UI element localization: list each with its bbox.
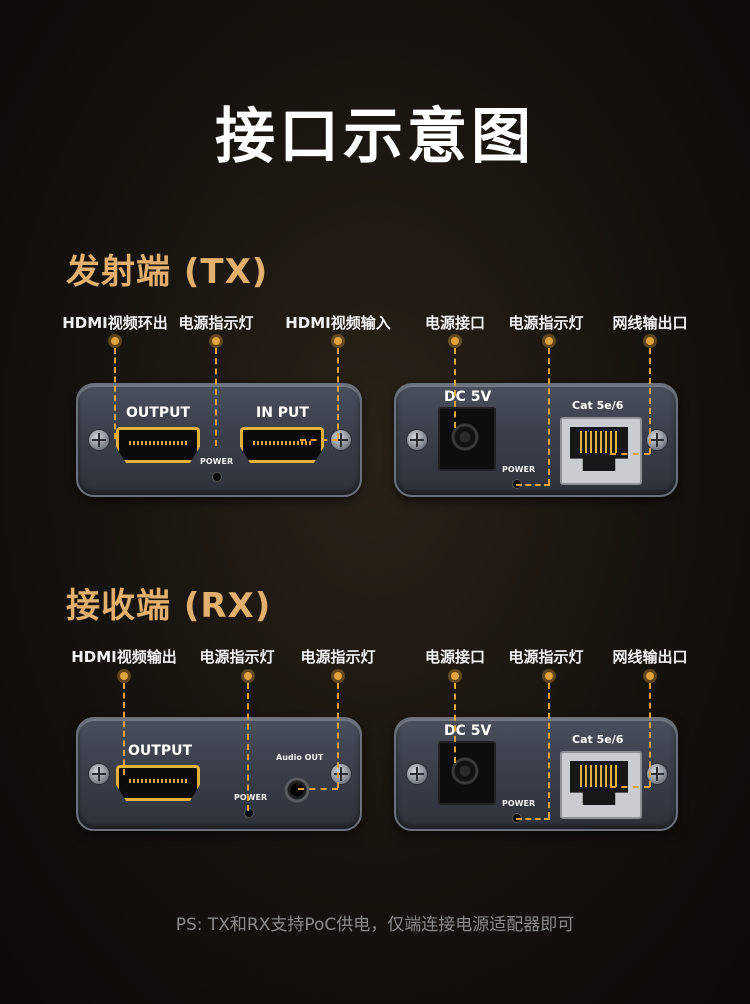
- rj45-port-icon: [560, 751, 642, 819]
- rj45-port-icon: [560, 417, 642, 485]
- callout-dot: [120, 672, 128, 680]
- rx-power-label: POWER: [234, 793, 268, 802]
- power-led-icon: [212, 472, 222, 482]
- tx-label-power-port: 电源接口: [424, 314, 486, 332]
- screw-icon: [88, 763, 110, 785]
- rx-label-ethernet-out: 网线输出口: [612, 648, 688, 666]
- callout-dot: [212, 337, 220, 345]
- tx-label-ethernet-out: 网线输出口: [612, 314, 688, 332]
- rx-front-panel: OUTPUT POWER Audio OUT: [76, 717, 362, 831]
- screw-icon: [406, 429, 428, 451]
- rx-label-power-port: 电源接口: [424, 648, 486, 666]
- tx-label-power-led-front: 电源指示灯: [178, 314, 254, 332]
- rx-cat-label: Cat 5e/6: [572, 733, 624, 746]
- tx-input-label: IN PUT: [256, 405, 309, 421]
- callout-line: [610, 786, 650, 788]
- callout-line: [247, 683, 249, 811]
- callout-line: [516, 818, 550, 820]
- tx-heading: 发射端 (TX): [66, 252, 269, 292]
- rx-audio-label: Audio OUT: [276, 753, 324, 762]
- rx-heading: 接收端 (RX): [66, 586, 272, 626]
- screw-icon: [406, 763, 428, 785]
- callout-line: [337, 348, 339, 439]
- callout-dot: [545, 337, 553, 345]
- rx-dc-label: DC 5V: [444, 723, 492, 739]
- callout-line: [454, 348, 456, 428]
- callout-dot: [451, 337, 459, 345]
- hdmi-port-icon: [116, 427, 200, 463]
- callout-dot: [244, 672, 252, 680]
- callout-line: [298, 788, 338, 790]
- callout-dot: [334, 672, 342, 680]
- screw-icon: [646, 763, 668, 785]
- callout-line: [548, 683, 550, 818]
- callout-dot: [111, 337, 119, 345]
- callout-line: [215, 348, 217, 446]
- callout-line: [610, 453, 650, 455]
- hdmi-port-icon: [116, 765, 200, 801]
- callout-line: [337, 683, 339, 788]
- tx-back-panel: DC 5V POWER Cat 5e/6: [394, 383, 678, 497]
- screw-icon: [88, 429, 110, 451]
- audio-jack-icon: [284, 777, 310, 803]
- tx-dc-label: DC 5V: [444, 389, 492, 405]
- hdmi-port-icon: [240, 427, 324, 463]
- screw-icon: [330, 763, 352, 785]
- screw-icon: [330, 429, 352, 451]
- callout-dot: [545, 672, 553, 680]
- tx-output-label: OUTPUT: [126, 405, 190, 421]
- rx-back-panel: DC 5V POWER Cat 5e/6: [394, 717, 678, 831]
- page-title: 接口示意图: [215, 102, 535, 172]
- dc-jack-icon: [438, 407, 496, 471]
- dc-jack-icon: [438, 741, 496, 805]
- tx-back-power-label: POWER: [502, 465, 536, 474]
- footnote: PS: TX和RX支持PoC供电，仅端连接电源适配器即可: [175, 915, 575, 935]
- tx-power-label: POWER: [200, 457, 234, 466]
- tx-cat-label: Cat 5e/6: [572, 399, 624, 412]
- callout-dot: [451, 672, 459, 680]
- callout-dot: [646, 672, 654, 680]
- callout-line: [114, 348, 116, 439]
- tx-label-hdmi-loop: HDMI视频环出: [62, 314, 168, 332]
- callout-line: [454, 683, 456, 763]
- power-led-icon: [244, 808, 254, 818]
- rx-label-hdmi-output: HDMI视频输出: [71, 648, 177, 666]
- rx-back-power-label: POWER: [502, 799, 536, 808]
- rx-label-power-led-front-2: 电源指示灯: [300, 648, 376, 666]
- screw-icon: [646, 429, 668, 451]
- rx-label-power-led-back: 电源指示灯: [508, 648, 584, 666]
- callout-dot: [646, 337, 654, 345]
- tx-label-hdmi-input: HDMI视频输入: [285, 314, 391, 332]
- callout-line: [649, 683, 651, 787]
- callout-line: [300, 439, 338, 441]
- callout-dot: [334, 337, 342, 345]
- tx-label-power-led-back: 电源指示灯: [508, 314, 584, 332]
- rx-output-label: OUTPUT: [128, 743, 192, 759]
- callout-line: [649, 348, 651, 454]
- callout-line: [548, 348, 550, 485]
- rx-label-power-led-front: 电源指示灯: [199, 648, 275, 666]
- callout-line: [516, 484, 550, 486]
- callout-line: [123, 683, 125, 775]
